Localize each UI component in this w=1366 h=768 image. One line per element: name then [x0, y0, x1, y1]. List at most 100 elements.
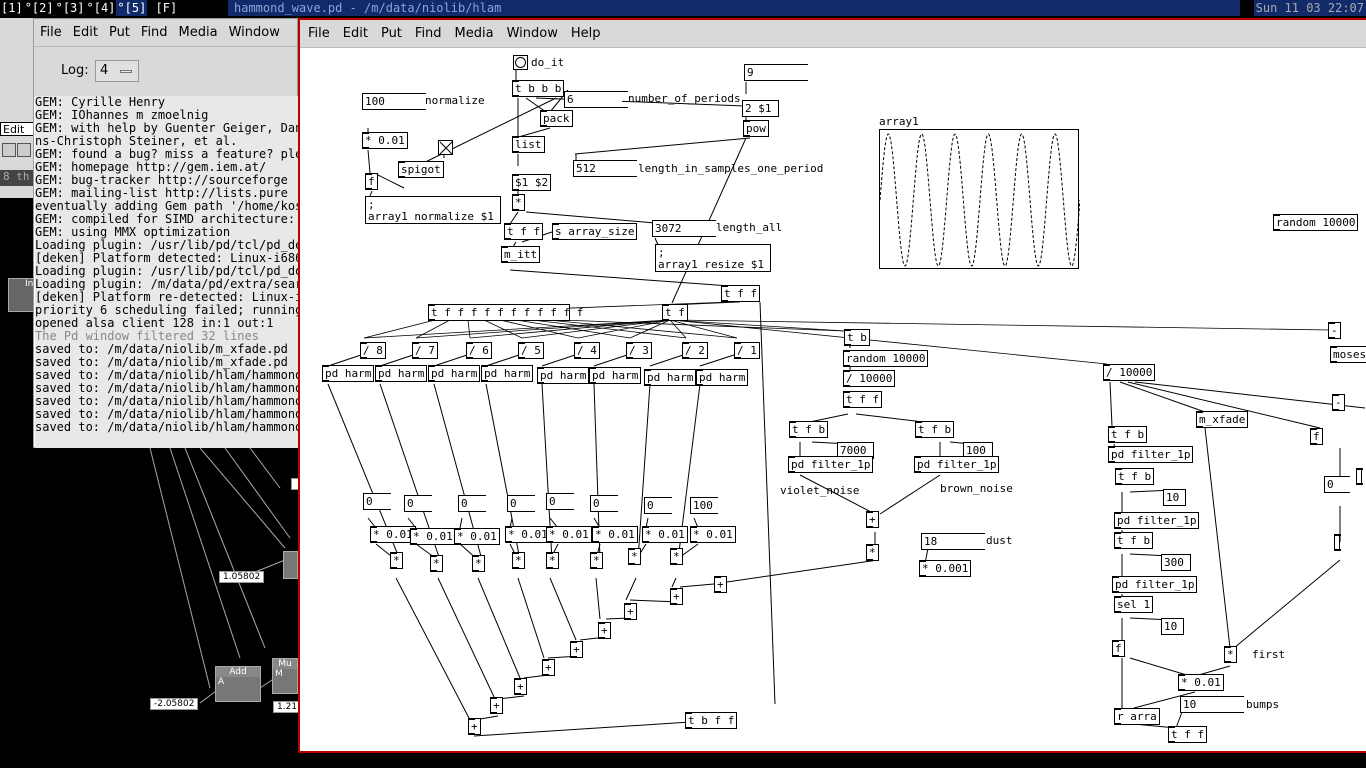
number-harm-4[interactable]: 0 — [507, 495, 529, 512]
bg-edit-menu[interactable]: Edit — [0, 122, 34, 136]
obj-div-2[interactable]: / 2 — [682, 342, 708, 359]
number-normalize[interactable]: 100 — [362, 93, 420, 110]
floating-toggle[interactable]: [F] — [155, 1, 178, 15]
do-it-bang[interactable] — [513, 55, 528, 70]
obj-t-f-f-4[interactable]: moses — [1330, 346, 1366, 363]
log-level-select[interactable]: 4 — [95, 60, 139, 82]
obj-pd-harm-1[interactable]: pd harm — [322, 365, 375, 382]
obj-mul-001-7[interactable]: * 0.01 — [642, 526, 688, 543]
obj-mul[interactable]: * — [511, 194, 525, 211]
patch-menu-find[interactable]: Find — [414, 26, 442, 41]
obj-random-1[interactable]: random 10000 — [843, 350, 929, 367]
msg-100[interactable]: 100 — [963, 442, 993, 459]
obj-pd-harm-7[interactable]: pd harm — [644, 369, 697, 386]
obj-t-b-b-b[interactable]: t b b b — [511, 80, 565, 97]
obj-plus-7[interactable]: + — [514, 678, 527, 695]
obj-times-noise[interactable]: * — [866, 544, 879, 561]
obj-sel-1[interactable]: m_xfade — [1196, 411, 1249, 428]
obj-pd-harm-4[interactable]: pd harm — [481, 365, 534, 382]
obj-mul-001-3[interactable]: * 0.01 — [454, 528, 500, 545]
value-1[interactable]: 1.05802 — [219, 571, 265, 583]
main-menu-window[interactable]: Window — [228, 25, 280, 40]
in-object-left[interactable]: In — [8, 278, 34, 312]
workspace-1[interactable]: [1] — [1, 1, 23, 15]
obj-times-6[interactable]: * — [590, 552, 603, 569]
obj-tabwrite[interactable]: t b f f — [685, 712, 738, 729]
obj-f-last[interactable] — [1334, 534, 1341, 551]
obj-plus-5[interactable]: + — [570, 641, 583, 658]
msg-array-normalize[interactable]: ;array1 normalize $1 — [365, 196, 501, 224]
obj-div-5[interactable]: / 5 — [518, 342, 544, 359]
main-menu-media[interactable]: Media — [178, 25, 218, 40]
obj-filter-violet[interactable]: pd filter_1p — [788, 456, 874, 473]
obj-t-b-f-f[interactable]: / 10000 — [1103, 364, 1156, 381]
obj-plus-3[interactable]: + — [624, 603, 637, 620]
msg-10-b[interactable]: 10 — [1161, 618, 1185, 635]
obj-minus-2[interactable] — [1356, 468, 1363, 485]
number-harm-3[interactable]: 0 — [458, 495, 480, 512]
a-object[interactable] — [283, 551, 298, 579]
number-harm-5[interactable]: 0 — [546, 493, 568, 510]
obj-t-f-f-2[interactable]: t f f — [721, 285, 761, 302]
obj-filter-2[interactable]: pd filter_1p — [1114, 512, 1200, 529]
value-3[interactable]: 1.21 — [273, 701, 302, 713]
save-icon[interactable] — [17, 143, 31, 157]
workspace-5[interactable]: °[5] — [116, 0, 148, 16]
obj-mul-001-5[interactable]: * 0.01 — [546, 526, 592, 543]
msg-2-dollar1[interactable]: 2 $1 — [742, 100, 779, 117]
obj-pd-harm-2[interactable]: pd harm — [375, 365, 428, 382]
number-periods[interactable]: 6 — [564, 91, 622, 108]
obj-times-4[interactable]: * — [511, 552, 525, 569]
main-menu-edit[interactable]: Edit — [72, 25, 98, 40]
obj-times-8[interactable]: * — [670, 548, 683, 565]
main-menu-put[interactable]: Put — [108, 25, 130, 40]
obj-filter-4[interactable]: f — [1112, 640, 1125, 657]
obj-plus-9[interactable]: + — [468, 718, 481, 735]
obj-plus-2[interactable]: + — [670, 588, 683, 605]
obj-pd-harm-8[interactable]: pd harm — [696, 369, 749, 386]
obj-t-f-f-f[interactable]: t f f — [843, 391, 883, 408]
main-menu-find[interactable]: Find — [140, 25, 168, 40]
obj-t-f-many[interactable]: t f f f f f f f f f f f — [428, 304, 583, 321]
patch-menu-file[interactable]: File — [308, 26, 330, 41]
obj-div-7[interactable]: / 7 — [412, 342, 438, 359]
array1-graph[interactable] — [879, 129, 1081, 269]
obj-plus-4[interactable]: + — [598, 622, 611, 639]
obj-plus-8[interactable]: + — [490, 697, 503, 714]
obj-spigot[interactable]: spigot — [398, 161, 444, 178]
obj-pd-audio[interactable]: random 10000 — [1273, 214, 1359, 231]
obj-times-3[interactable]: * — [472, 555, 485, 572]
obj-t-f-b-5[interactable]: sel 1 — [1114, 596, 1154, 613]
patch-menu-put[interactable]: Put — [380, 26, 402, 41]
obj-times-1[interactable]: * — [390, 552, 403, 569]
obj-div-1[interactable]: / 1 — [734, 342, 760, 359]
obj-filter-3[interactable]: pd filter_1p — [1112, 576, 1198, 593]
msg-7000[interactable]: 7000 — [837, 442, 874, 459]
patch-menu-window[interactable]: Window — [506, 26, 558, 41]
obj-t-f-f[interactable]: t f f — [504, 223, 544, 240]
obj-pow[interactable]: pow — [743, 120, 769, 137]
obj-div-10000-2[interactable]: pd filter_1p — [1108, 446, 1194, 463]
workspace-2[interactable]: °[2] — [24, 1, 54, 15]
obj-mul-001-6[interactable]: * 0.01 — [592, 526, 638, 543]
obj-times-2[interactable]: * — [430, 555, 443, 572]
number-samples[interactable]: 512 — [573, 160, 631, 177]
obj-mul-001-2[interactable]: * 0.01 — [410, 528, 456, 545]
msg-300[interactable]: 300 — [1161, 554, 1191, 571]
obj-pack[interactable]: pack — [540, 110, 573, 127]
patch-menu-media[interactable]: Media — [454, 26, 494, 41]
obj-m-itt[interactable]: m_itt — [501, 246, 541, 263]
obj-t-f-b-3[interactable]: t f b — [1115, 468, 1155, 485]
obj-mul-001-4[interactable]: * 0.01 — [505, 526, 551, 543]
number-harm-8[interactable]: 100 — [690, 497, 713, 514]
refresh-icon[interactable] — [2, 143, 16, 157]
obj-div-10000-1[interactable]: / 10000 — [843, 370, 896, 387]
obj-pd-harm-5[interactable]: pd harm — [537, 367, 590, 384]
obj-div-3[interactable]: / 3 — [626, 342, 652, 359]
obj-t-f-b-2[interactable]: t f b — [915, 421, 955, 438]
obj-dollar-pair[interactable]: $1 $2 — [511, 174, 552, 191]
obj-times-bumps[interactable]: r arra — [1114, 708, 1160, 725]
obj-div-6[interactable]: / 6 — [466, 342, 492, 359]
